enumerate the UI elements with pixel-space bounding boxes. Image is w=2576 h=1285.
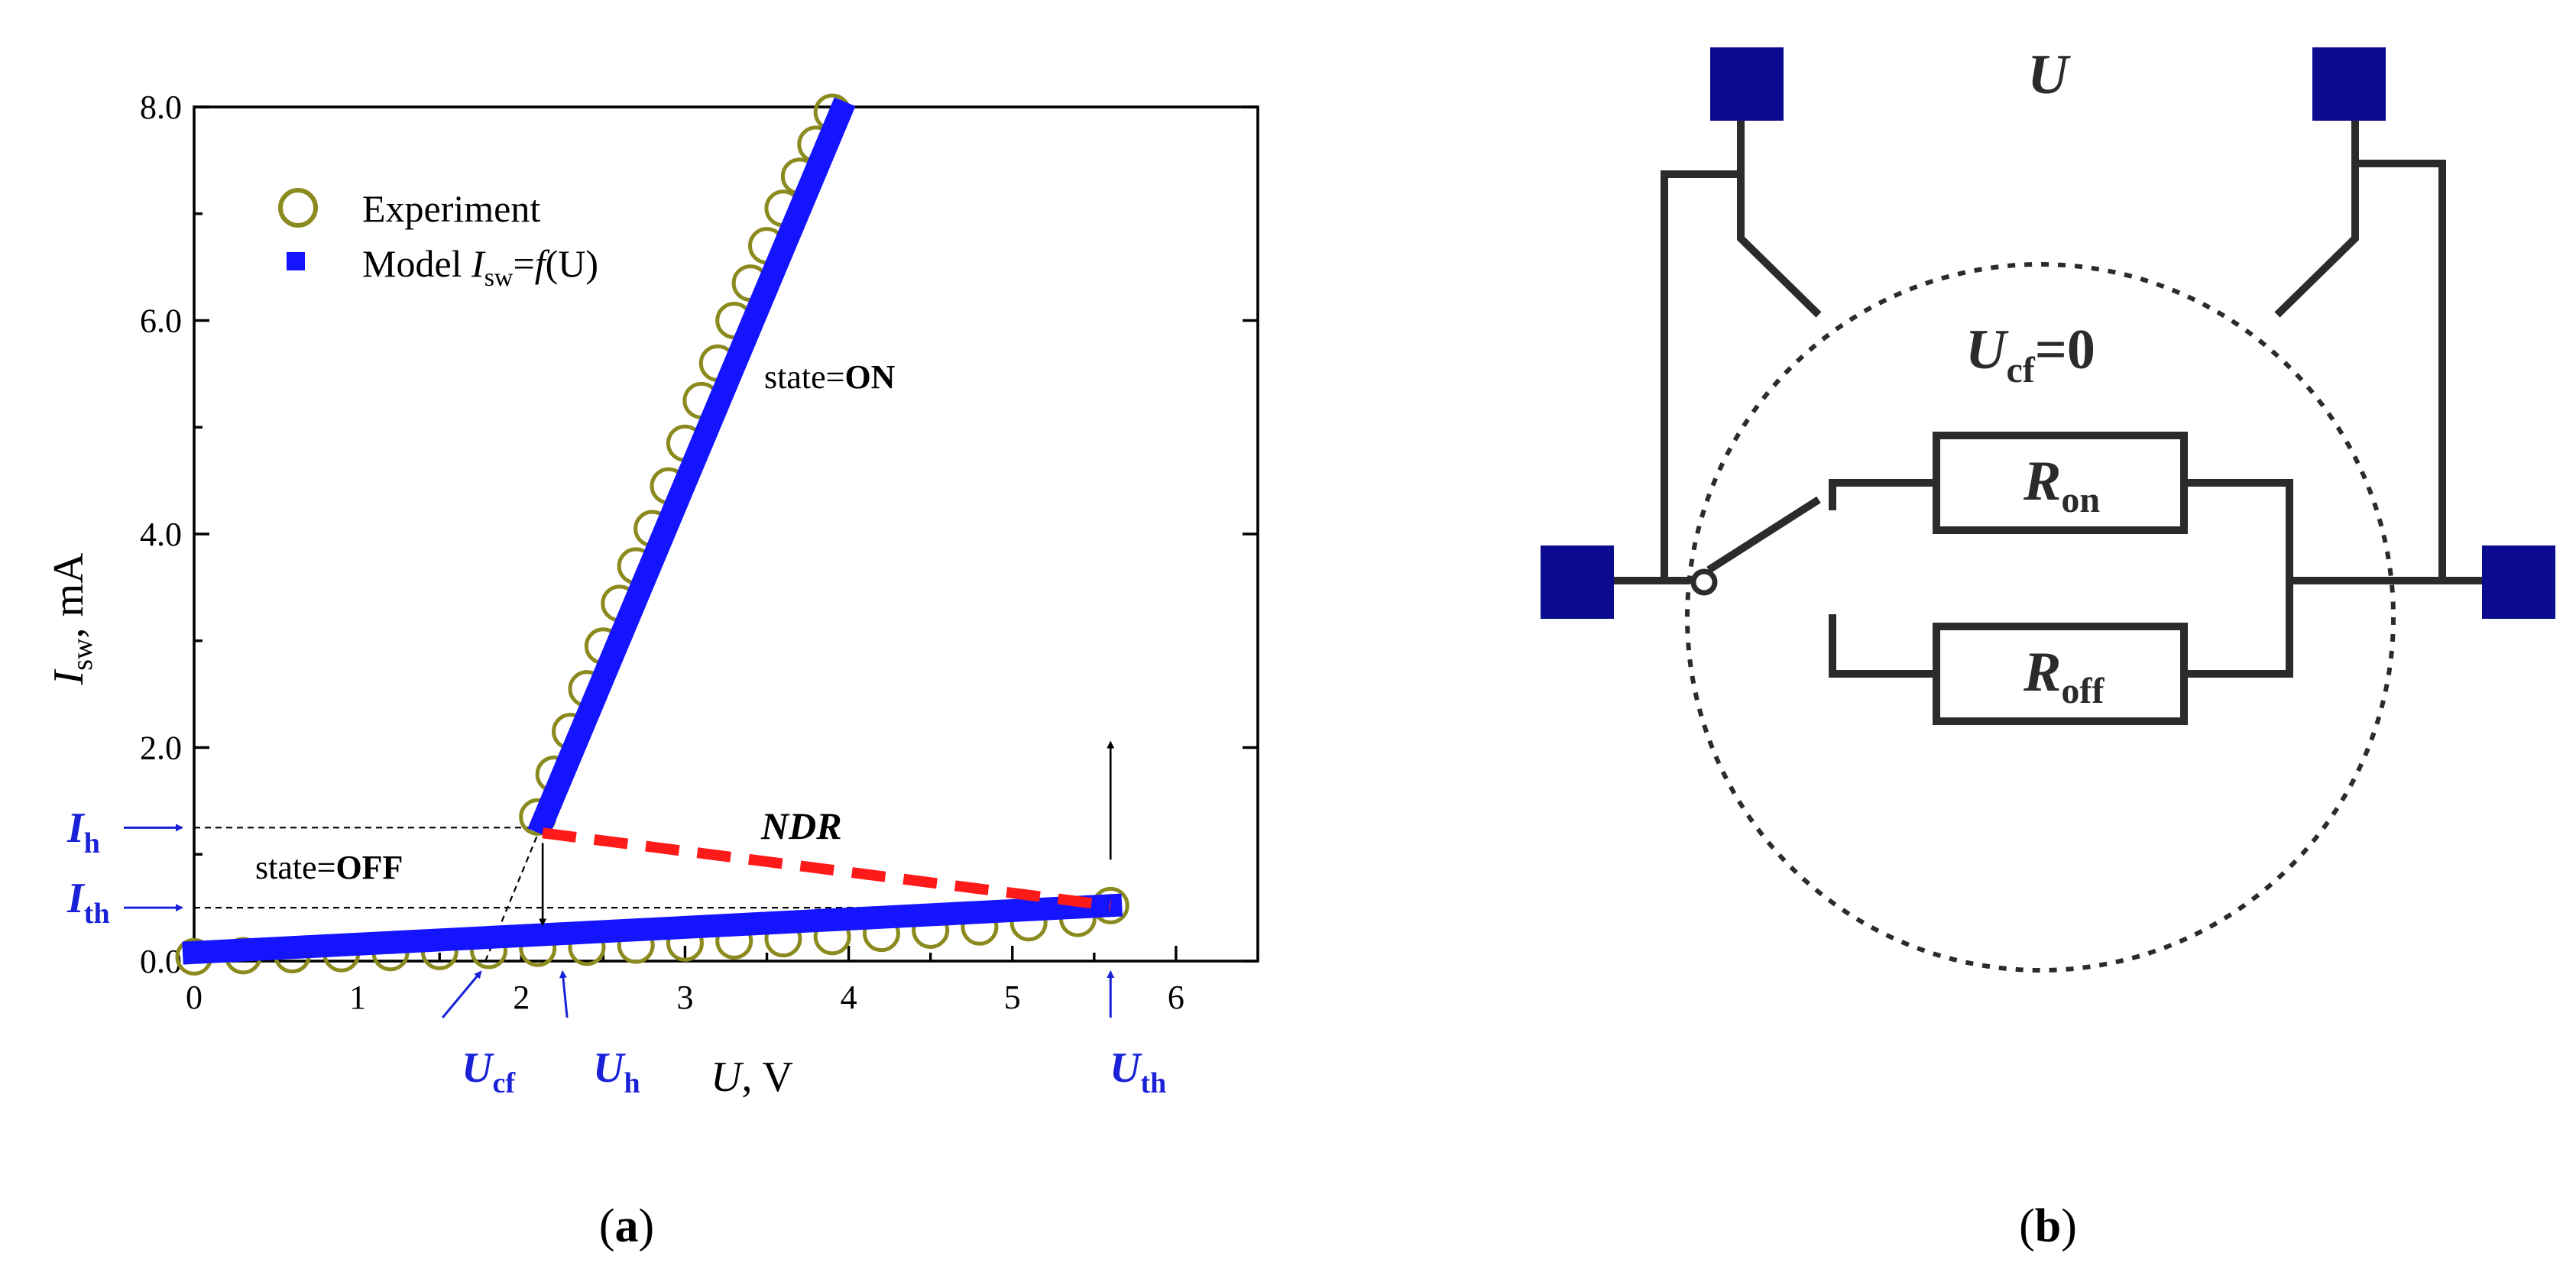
panel-b-label: (b) — [2019, 1200, 2077, 1252]
cf-label: Ucf=0 — [1965, 319, 2095, 390]
ucf-label: Ucf — [462, 1044, 516, 1099]
y-tick-label: 8.0 — [140, 89, 182, 126]
switch-blade — [1706, 496, 1821, 574]
state-on-prefix: state= — [764, 358, 844, 396]
ih-sub: h — [84, 827, 100, 859]
terminal-top-left — [1710, 47, 1784, 121]
panel-a-letter: a — [615, 1200, 639, 1252]
y-axis-label: Isw, mA — [45, 552, 99, 685]
resistor-off — [1933, 623, 2188, 725]
state-off-label: state=OFF — [255, 849, 403, 886]
ucf-main: U — [462, 1044, 494, 1092]
legend-model-prefix: Model — [362, 242, 471, 285]
state-on-value: ON — [844, 358, 895, 396]
wire-roff-branch — [1829, 614, 1936, 678]
ith-label: Ith — [66, 875, 110, 930]
y-tick-label: 0.0 — [140, 943, 182, 980]
x-axis-symbol: U — [711, 1054, 744, 1101]
legend-experiment-marker — [278, 188, 318, 228]
ndr-line — [542, 827, 1112, 911]
x-tick-label: 0 — [186, 979, 203, 1016]
legend-model-sub: sw — [484, 264, 514, 292]
voltage-label: U — [2027, 44, 2071, 106]
ith-sub: th — [84, 898, 110, 930]
panel-b-letter: b — [2035, 1200, 2061, 1252]
legend-model-rest: = — [514, 242, 535, 285]
switch-pivot — [1690, 568, 1718, 596]
y-axis-ticks: 0.0 2.0 4.0 6.0 8.0 — [140, 89, 1258, 980]
uth-main: U — [1110, 1044, 1142, 1092]
y-axis-symbol: I — [45, 668, 92, 685]
ucf-sub: cf — [492, 1067, 516, 1099]
legend-model-label: Model Isw=f(U) — [362, 242, 598, 292]
model-line-on — [527, 97, 856, 837]
x-axis-label: U, V — [711, 1054, 793, 1101]
model-line-off — [182, 893, 1123, 965]
wire-roff-out — [2184, 581, 2293, 678]
legend-model-tail: (U) — [546, 242, 598, 285]
x-axis-unit: , V — [741, 1054, 792, 1101]
x-tick-label: 1 — [349, 979, 366, 1016]
cf-sub: cf — [2006, 350, 2035, 390]
panel-a-label: (a) — [599, 1200, 654, 1252]
x-tick-label: 5 — [1004, 979, 1021, 1016]
uh-main: U — [593, 1044, 626, 1092]
terminal-right — [2482, 545, 2555, 619]
state-off-value: OFF — [335, 849, 403, 886]
cf-main: U — [1965, 319, 2009, 381]
wire-left-loop — [1614, 121, 1745, 584]
legend-model-symbol: I — [471, 242, 486, 285]
r-on-sub: on — [2061, 480, 2100, 520]
y-axis-sub: sw — [66, 638, 99, 671]
legend: Experiment Model Isw=f(U) — [278, 187, 598, 292]
ith-main: I — [66, 875, 86, 922]
circuit-diagram: U Ucf=0 Ron Roff — [1541, 44, 2555, 973]
terminal-top-right — [2312, 47, 2386, 121]
ucf-arrow — [442, 970, 482, 1018]
r-on-label: Ron — [2023, 450, 2100, 520]
resistor-on — [1933, 432, 2188, 534]
ih-main: I — [66, 804, 86, 852]
y-axis-unit: , mA — [45, 552, 92, 639]
wire-top-right-probe — [2274, 163, 2359, 318]
wire-right-loop — [2351, 121, 2482, 584]
x-tick-label: 4 — [841, 979, 857, 1016]
wire-top-left-probe — [1737, 174, 1822, 318]
wire-ron-branch — [1829, 479, 1936, 510]
uh-label: Uh — [593, 1044, 640, 1099]
r-off-sub: off — [2061, 671, 2105, 711]
terminal-left — [1541, 545, 1614, 619]
state-off-prefix: state= — [255, 849, 335, 886]
ndr-label: NDR — [760, 804, 842, 847]
y-tick-label: 2.0 — [140, 730, 182, 767]
state-on-label: state=ON — [764, 358, 896, 396]
cf-value: =0 — [2035, 319, 2095, 381]
r-on-main: R — [2023, 450, 2061, 513]
device-boundary — [1685, 262, 2396, 973]
circuit-wires — [1614, 121, 2482, 678]
iv-chart: 0 1 2 3 4 5 6 0.0 2.0 4.0 6.0 8.0 Experiment Model… — [45, 89, 1259, 1101]
x-tick-label: 2 — [513, 979, 530, 1016]
legend-experiment-label: Experiment — [362, 187, 540, 230]
uh-sub: h — [624, 1067, 640, 1099]
transition-arrows — [124, 740, 1115, 1018]
uth-label: Uth — [1110, 1044, 1166, 1099]
ndr-line-group — [542, 827, 1112, 911]
x-tick-label: 6 — [1168, 979, 1184, 1016]
uth-sub: th — [1140, 1067, 1166, 1099]
r-off-main: R — [2023, 641, 2061, 704]
legend-model-marker — [287, 252, 305, 270]
r-off-label: Roff — [2023, 641, 2105, 711]
model-series — [182, 97, 1123, 965]
y-tick-label: 6.0 — [140, 303, 182, 340]
x-tick-label: 3 — [676, 979, 693, 1016]
uh-arrow — [559, 970, 569, 1018]
ih-label: Ih — [66, 804, 100, 859]
y-tick-label: 4.0 — [140, 516, 182, 553]
wire-ron-out — [2184, 479, 2442, 584]
plot-frame — [193, 105, 1259, 963]
